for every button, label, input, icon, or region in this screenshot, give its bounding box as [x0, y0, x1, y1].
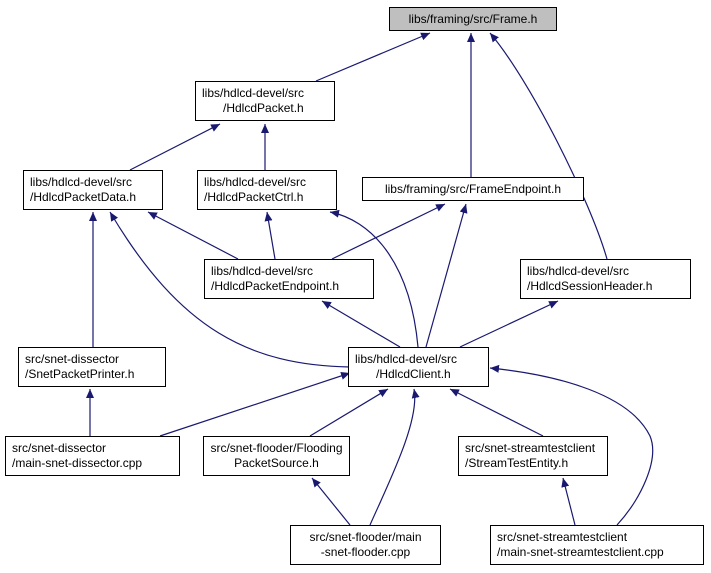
node-label-line: libs/hdlcd-devel/src — [211, 264, 314, 278]
node-label-line: libs/hdlcd-devel/src — [204, 175, 307, 189]
node-frame-h[interactable]: libs/framing/src/Frame.h — [389, 7, 557, 31]
node-label-line: /StreamTestEntity.h — [465, 456, 569, 470]
node-label-line: libs/hdlcd-devel/src — [355, 352, 458, 366]
include-edge — [147, 211, 239, 260]
node-label-line: src/snet-flooder/Flooding — [210, 441, 343, 455]
node-snet-packet-printer-h[interactable]: src/snet-dissector /SnetPacketPrinter.h — [18, 347, 166, 387]
node-flooding-packet-source-h[interactable]: src/snet-flooder/Flooding PacketSource.h — [203, 436, 350, 476]
node-hdlcd-packet-data-h[interactable]: libs/hdlcd-devel/src /HdlcdPacketData.h — [23, 170, 163, 210]
node-label-line: /HdlcdPacketEndpoint.h — [211, 279, 340, 293]
node-hdlcd-packet-endpoint-h[interactable]: libs/hdlcd-devel/src /HdlcdPacketEndpoin… — [204, 259, 374, 299]
node-hdlcd-packet-h[interactable]: libs/hdlcd-devel/src /HdlcdPacket.h — [195, 81, 335, 121]
include-edge — [369, 388, 420, 526]
include-edge — [329, 209, 419, 348]
include-edge — [425, 203, 468, 348]
node-label-line: PacketSource.h — [234, 456, 319, 470]
include-edge — [489, 32, 608, 260]
node-label-line: /main-snet-dissector.cpp — [12, 456, 143, 470]
node-main-snet-streamtestclient-cpp[interactable]: src/snet-streamtestclient /main-snet-str… — [490, 525, 704, 565]
node-label-line: libs/hdlcd-devel/src — [202, 86, 305, 100]
node-label-line: src/snet-dissector — [12, 441, 107, 455]
include-edge — [561, 477, 576, 526]
include-edge — [459, 300, 559, 348]
include-edge — [311, 477, 351, 526]
node-label-line: /HdlcdClient.h — [376, 367, 451, 381]
node-label-line: libs/hdlcd-devel/src — [30, 175, 133, 189]
node-frame-endpoint-h[interactable]: libs/framing/src/FrameEndpoint.h — [362, 177, 584, 201]
include-edge — [264, 211, 276, 260]
include-edge — [129, 123, 221, 171]
node-main-snet-flooder-cpp[interactable]: src/snet-flooder/main -snet-flooder.cpp — [290, 525, 441, 565]
node-hdlcd-packet-ctrl-h[interactable]: libs/hdlcd-devel/src /HdlcdPacketCtrl.h — [197, 170, 337, 210]
include-edge — [489, 364, 654, 526]
node-hdlcd-session-header-h[interactable]: libs/hdlcd-devel/src /HdlcdSessionHeader… — [520, 259, 691, 299]
node-label-line: /HdlcdPacketCtrl.h — [204, 190, 304, 204]
node-main-snet-dissector-cpp[interactable]: src/snet-dissector /main-snet-dissector.… — [5, 436, 180, 476]
include-edge — [109, 211, 351, 368]
node-label-line: /HdlcdPacketData.h — [30, 190, 137, 204]
node-label-line: src/snet-dissector — [25, 352, 120, 366]
include-edge — [159, 372, 351, 437]
node-label-line: -snet-flooder.cpp — [320, 545, 411, 559]
include-edge — [331, 203, 446, 260]
node-label-line: src/snet-flooder/main — [309, 530, 422, 544]
node-label-line: src/snet-streamtestclient — [497, 530, 628, 544]
include-edge — [309, 388, 389, 437]
node-label-line: libs/framing/src/Frame.h — [408, 11, 538, 26]
node-label-line: src/snet-streamtestclient — [465, 441, 596, 455]
node-label-line: /HdlcdSessionHeader.h — [527, 279, 653, 293]
node-label-line: /HdlcdPacket.h — [223, 101, 304, 115]
include-edge — [449, 388, 544, 437]
node-label-line: /main-snet-streamtestclient.cpp — [497, 545, 664, 559]
node-label-line: /SnetPacketPrinter.h — [25, 367, 135, 381]
include-edge — [321, 300, 401, 348]
include-edge — [315, 32, 431, 82]
node-label-line: libs/framing/src/FrameEndpoint.h — [384, 181, 562, 196]
node-hdlcd-client-h[interactable]: libs/hdlcd-devel/src /HdlcdClient.h — [348, 347, 489, 387]
node-label-line: libs/hdlcd-devel/src — [527, 264, 630, 278]
node-stream-test-entity-h[interactable]: src/snet-streamtestclient /StreamTestEnt… — [458, 436, 608, 476]
